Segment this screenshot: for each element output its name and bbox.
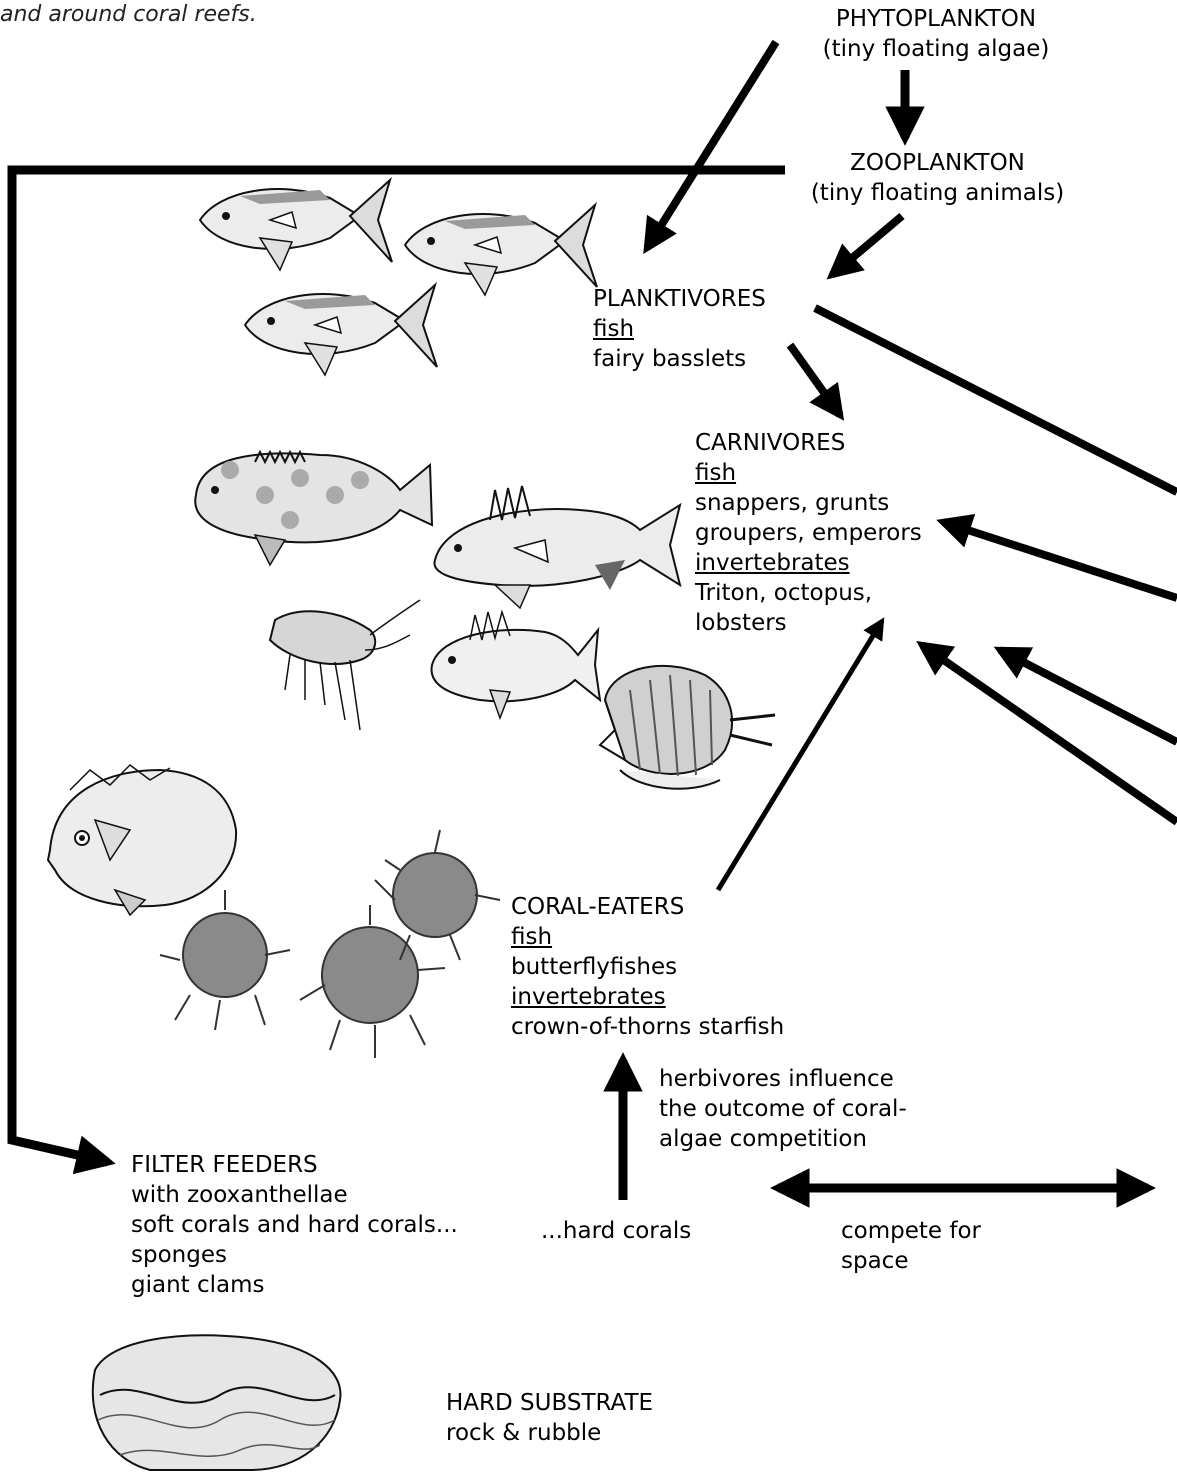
phytoplankton-label: PHYTOPLANKTON (tiny floating algae) (796, 4, 1076, 64)
filter-feeders-line3: sponges (131, 1240, 458, 1270)
filter-feeders-label: FILTER FEEDERS with zooxanthellae soft c… (131, 1150, 458, 1300)
carnivores-ex1: snappers, grunts (695, 488, 922, 518)
triton-shell-icon (600, 666, 775, 789)
zoo-to-planktivores-arrow (832, 216, 902, 275)
grouper-icon (195, 452, 432, 565)
lobster-icon (270, 600, 420, 730)
hard-corals-label: ...hard corals (541, 1216, 691, 1246)
offpage-to-carnivores-arrow-1 (943, 522, 1177, 598)
filter-feeders-line1: with zooxanthellae (131, 1180, 458, 1210)
hard-substrate-title: HARD SUBSTRATE (446, 1388, 653, 1418)
carnivores-sub-invertebrates: invertebrates (695, 548, 922, 578)
planktivore-fish-1-icon (200, 180, 392, 270)
filter-feeders-line2: soft corals and hard corals... (131, 1210, 458, 1240)
zooplankton-label: ZOOPLANKTON (tiny floating animals) (790, 148, 1085, 208)
compete-for-space-label: compete for space (841, 1216, 981, 1276)
herbivores-note-line2: the outcome of coral- (659, 1094, 907, 1124)
filter-feeders-title: FILTER FEEDERS (131, 1150, 458, 1180)
coral-eaters-label: CORAL-EATERS fish butterflyfishes invert… (511, 892, 784, 1042)
coral-eaters-sub-fish: fish (511, 922, 784, 952)
herbivores-note-line1: herbivores influence (659, 1064, 907, 1094)
coral-eaters-title: CORAL-EATERS (511, 892, 784, 922)
carnivores-sub-fish: fish (695, 458, 922, 488)
zooplankton-title: ZOOPLANKTON (790, 148, 1085, 178)
zooplankton-desc: (tiny floating animals) (790, 178, 1085, 208)
snapper-icon (434, 486, 680, 608)
compete-line2: space (841, 1246, 981, 1276)
herbivores-note-line3: algae competition (659, 1124, 907, 1154)
hard-substrate-label: HARD SUBSTRATE rock & rubble (446, 1388, 653, 1448)
hard-substrate-desc: rock & rubble (446, 1418, 653, 1448)
coral-eaters-to-carnivores-arrow (718, 621, 882, 890)
planktivores-label: PLANKTIVORES fish fairy basslets (593, 284, 766, 374)
offpage-to-carnivores-arrow-2 (1000, 650, 1177, 742)
carnivores-ex4: lobsters (695, 608, 922, 638)
carnivores-label: CARNIVORES fish snappers, grunts grouper… (695, 428, 922, 638)
butterflyfish-icon (48, 765, 236, 915)
carnivores-title: CARNIVORES (695, 428, 922, 458)
giant-clam-icon (93, 1335, 341, 1470)
coral-eaters-ex2: crown-of-thorns starfish (511, 1012, 784, 1042)
planktivores-to-carnivores-arrow (790, 345, 840, 415)
carnivores-ex2: groupers, emperors (695, 518, 922, 548)
phyto-to-planktivores-arrow (647, 42, 776, 248)
planktivores-title: PLANKTIVORES (593, 284, 766, 314)
compete-line1: compete for (841, 1216, 981, 1246)
intro-fragment: and around coral reefs. (0, 0, 257, 30)
carnivores-ex3: Triton, octopus, (695, 578, 922, 608)
planktivores-examples: fairy basslets (593, 344, 766, 374)
squirrelfish-icon (432, 612, 600, 718)
phytoplankton-desc: (tiny floating algae) (796, 34, 1076, 64)
coral-eaters-sub-invertebrates: invertebrates (511, 982, 784, 1012)
planktivores-sub: fish (593, 314, 766, 344)
coral-eaters-ex1: butterflyfishes (511, 952, 784, 982)
planktivore-fish-2-icon (405, 205, 597, 295)
herbivores-note: herbivores influence the outcome of cora… (659, 1064, 907, 1154)
planktivore-fish-3-icon (245, 285, 437, 375)
phytoplankton-title: PHYTOPLANKTON (796, 4, 1076, 34)
filter-feeders-line4: giant clams (131, 1270, 458, 1300)
